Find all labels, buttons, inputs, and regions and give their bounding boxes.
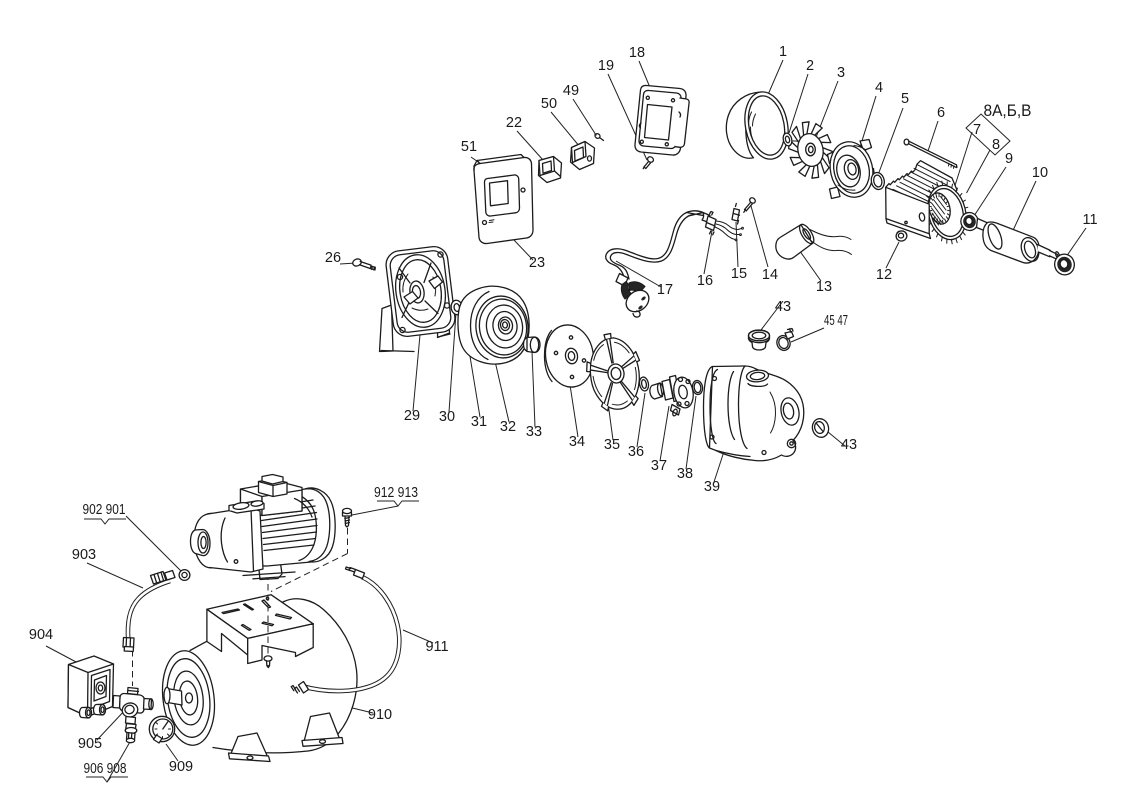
svg-text:911: 911: [425, 639, 448, 655]
svg-text:43: 43: [841, 437, 857, 453]
svg-text:50: 50: [541, 96, 557, 112]
svg-text:1: 1: [779, 44, 787, 60]
svg-text:904: 904: [29, 627, 53, 643]
svg-text:4: 4: [875, 80, 883, 96]
svg-text:8: 8: [992, 137, 1000, 153]
svg-text:18: 18: [629, 45, 645, 61]
svg-text:2: 2: [806, 58, 814, 74]
svg-text:5: 5: [901, 91, 909, 107]
svg-text:14: 14: [762, 267, 778, 283]
svg-text:45 47: 45 47: [824, 313, 848, 329]
svg-text:38: 38: [677, 466, 693, 482]
svg-text:16: 16: [697, 273, 713, 289]
svg-text:906 908: 906 908: [84, 761, 127, 777]
svg-text:33: 33: [526, 424, 542, 440]
svg-text:39: 39: [704, 479, 720, 495]
svg-text:13: 13: [816, 279, 832, 295]
svg-text:8А,Б,В: 8А,Б,В: [984, 101, 1032, 120]
svg-text:905: 905: [78, 736, 102, 752]
svg-text:12: 12: [876, 267, 892, 283]
svg-text:31: 31: [471, 414, 487, 430]
svg-text:17: 17: [657, 282, 673, 298]
svg-text:36: 36: [628, 444, 644, 460]
svg-text:15: 15: [731, 266, 747, 282]
svg-text:23: 23: [529, 255, 545, 271]
svg-text:3: 3: [837, 65, 845, 81]
svg-text:51: 51: [461, 139, 477, 155]
svg-text:909: 909: [169, 759, 193, 775]
svg-text:49: 49: [563, 83, 579, 99]
svg-text:9: 9: [1005, 151, 1013, 167]
svg-text:7: 7: [973, 122, 981, 138]
svg-text:11: 11: [1082, 212, 1097, 228]
svg-text:26: 26: [325, 250, 341, 266]
svg-text:10: 10: [1032, 165, 1048, 181]
svg-text:19: 19: [598, 58, 614, 74]
svg-text:35: 35: [604, 437, 620, 453]
svg-text:30: 30: [439, 409, 455, 425]
svg-text:29: 29: [404, 408, 420, 424]
svg-text:902 901: 902 901: [83, 502, 126, 518]
svg-text:903: 903: [72, 547, 96, 563]
svg-text:6: 6: [937, 105, 945, 121]
svg-text:32: 32: [500, 419, 516, 435]
svg-text:43: 43: [775, 299, 791, 315]
svg-text:912 913: 912 913: [374, 485, 418, 501]
svg-text:910: 910: [368, 707, 392, 723]
svg-text:37: 37: [651, 458, 667, 474]
svg-text:34: 34: [569, 434, 585, 450]
svg-text:22: 22: [506, 115, 522, 131]
